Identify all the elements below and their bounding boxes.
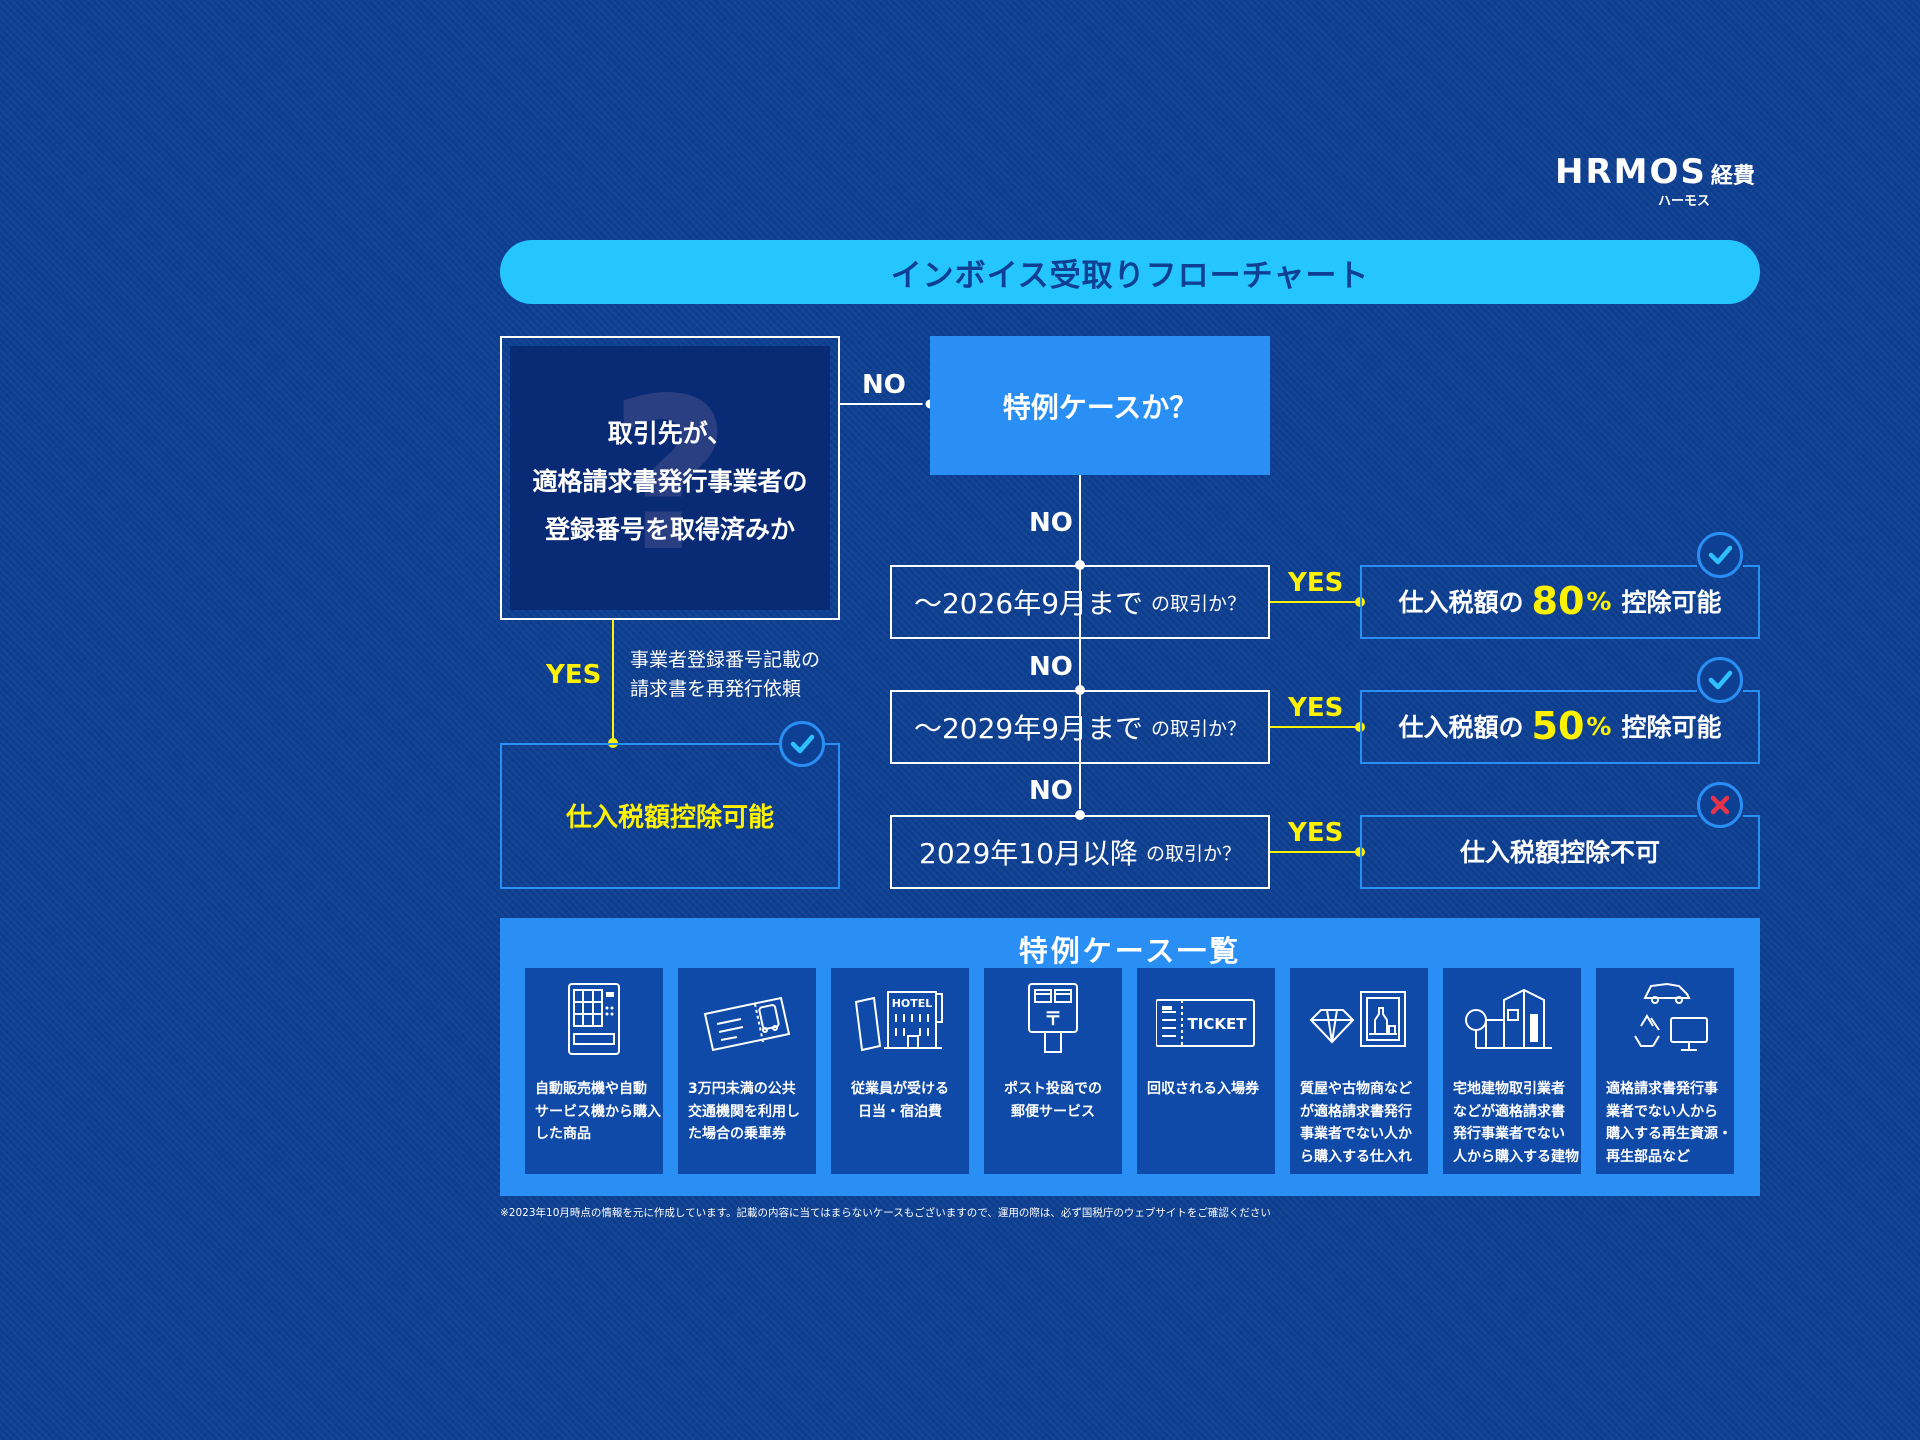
special-case-question: 特例ケースか？ [1002, 390, 1198, 424]
svg-text:TICKET: TICKET [1188, 1015, 1248, 1033]
condition-2029-sep: ～2029年9月までの取引か？ [890, 690, 1270, 764]
recycle-icon [1634, 982, 1708, 1051]
special-case-card: 質屋や古物商など が適格請求書発行 事業者でない人か ら購入する仕入れ [1290, 968, 1428, 1174]
label-yes-2: YES [1288, 693, 1344, 723]
check-icon [779, 721, 825, 767]
logo-product: 経費 [1710, 164, 1755, 189]
postbox-icon: 〒 [1028, 983, 1078, 1053]
result-deductible: 仕入税額控除可能 [500, 743, 840, 889]
label-yes-left: YES [546, 660, 602, 690]
label-yes-1: YES [1288, 568, 1344, 598]
vending-machine-icon [568, 983, 620, 1055]
check-icon [1697, 532, 1743, 578]
question-text: 取引先が、 適格請求書発行事業者の 登録番号を取得済みか [532, 419, 808, 544]
special-case-card: TICKET 回収される入場券 [1137, 968, 1275, 1174]
special-case-box: 特例ケースか？ [930, 336, 1270, 475]
hotel-icon: HOTEL [854, 991, 943, 1052]
question-box: ? 取引先が、 適格請求書発行事業者の 登録番号を取得済みか [500, 336, 840, 620]
transit-ticket-icon [703, 996, 791, 1052]
label-no-4: NO [1029, 776, 1073, 806]
footnote: ※2023年10月時点の情報を元に作成しています。記載の内容に当てはまらないケー… [500, 1207, 1271, 1219]
result-not-deductible: 仕入税額控除不可 [1360, 815, 1760, 889]
special-case-card: 宅地建物取引業者 などが適格請求書 発行事業者でない 人から購入する建物 [1443, 968, 1581, 1174]
special-case-card: 〒 ポスト投函での 郵便サービス [984, 968, 1122, 1174]
cross-icon [1697, 782, 1743, 828]
condition-2026: ～2026年9月までの取引か？ [890, 565, 1270, 639]
label-no-1: NO [862, 370, 906, 400]
question-mark-icon: ? [609, 353, 731, 598]
special-case-card: 適格請求書発行事 業者でない人から 購入する再生資源・ 再生部品など [1596, 968, 1734, 1174]
chart-title-bar: インボイス受取りフローチャート [500, 240, 1760, 304]
check-icon [1697, 657, 1743, 703]
label-no-2: NO [1029, 508, 1073, 538]
svg-text:HOTEL: HOTEL [892, 997, 933, 1010]
building-icon [1465, 988, 1552, 1049]
special-list-title: 特例ケース一覧 [1018, 934, 1242, 968]
condition-2029-oct: 2029年10月以降の取引か？ [890, 815, 1270, 889]
special-case-card: 自動販売機や自動 サービス機から購入 した商品 [525, 968, 663, 1174]
label-yes-3: YES [1288, 818, 1344, 848]
special-case-card: HOTEL 従業員が受ける 日当・宿泊費 [831, 968, 969, 1174]
svg-text:〒: 〒 [1044, 1009, 1062, 1030]
chart-title: インボイス受取りフローチャート [890, 257, 1370, 294]
special-case-list: 特例ケース一覧 自動販売機や自動 サービス機から購入 した商品 [500, 918, 1760, 1196]
special-case-card: 3万円未満の公共 交通機関を利用し た場合の乗車券 [678, 968, 816, 1174]
label-no-3: NO [1029, 652, 1073, 682]
diamond-antique-icon [1309, 991, 1406, 1047]
ticket-icon: TICKET [1156, 999, 1255, 1047]
logo-kana: ハーモス [1658, 194, 1711, 209]
logo-brand: HRMOS [1555, 152, 1707, 192]
reissue-note: 事業者登録番号記載の 請求書を再発行依頼 [630, 649, 821, 700]
